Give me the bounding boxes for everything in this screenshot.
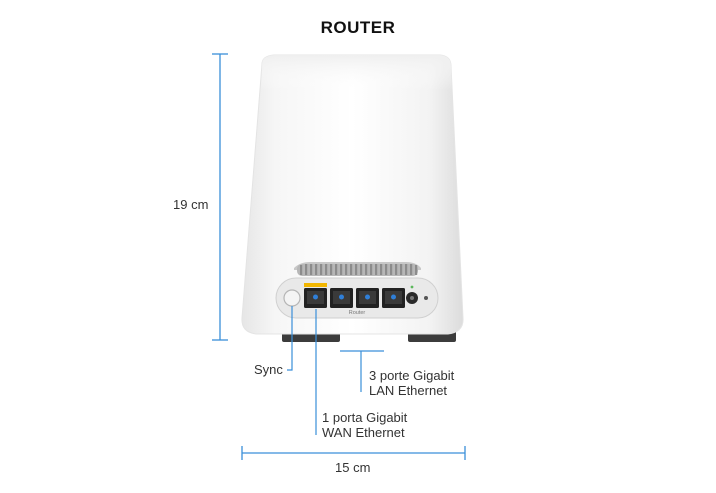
lan-port-1 <box>330 288 353 308</box>
sync-button <box>283 289 301 307</box>
reset-pinhole <box>424 296 428 300</box>
lan-port-2 <box>356 288 379 308</box>
height-measure-line <box>212 53 228 341</box>
lan-port-3 <box>382 288 405 308</box>
sync-callout-label: Sync <box>254 362 283 377</box>
callout-lines <box>287 306 384 435</box>
wan-tag <box>304 283 327 287</box>
width-label: 15 cm <box>335 460 371 475</box>
wan-callout-line-2: WAN Ethernet <box>322 425 405 440</box>
power-jack <box>406 292 418 304</box>
vent-slots <box>294 262 421 276</box>
wan-callout-line-1: 1 porta Gigabit <box>322 410 408 425</box>
panel-label: Router <box>349 310 366 316</box>
lan-callout-label: 3 porte Gigabit LAN Ethernet <box>369 368 454 398</box>
page-title: ROUTER <box>320 18 396 37</box>
wan-callout-label: 1 porta Gigabit WAN Ethernet <box>322 410 407 440</box>
lan-callout-line-2: LAN Ethernet <box>369 383 448 398</box>
port-panel <box>275 277 439 319</box>
wan-port <box>304 288 327 308</box>
lan-callout-line-1: 3 porte Gigabit <box>369 368 455 383</box>
height-label: 19 cm <box>173 197 209 212</box>
width-measure-line <box>241 446 466 460</box>
